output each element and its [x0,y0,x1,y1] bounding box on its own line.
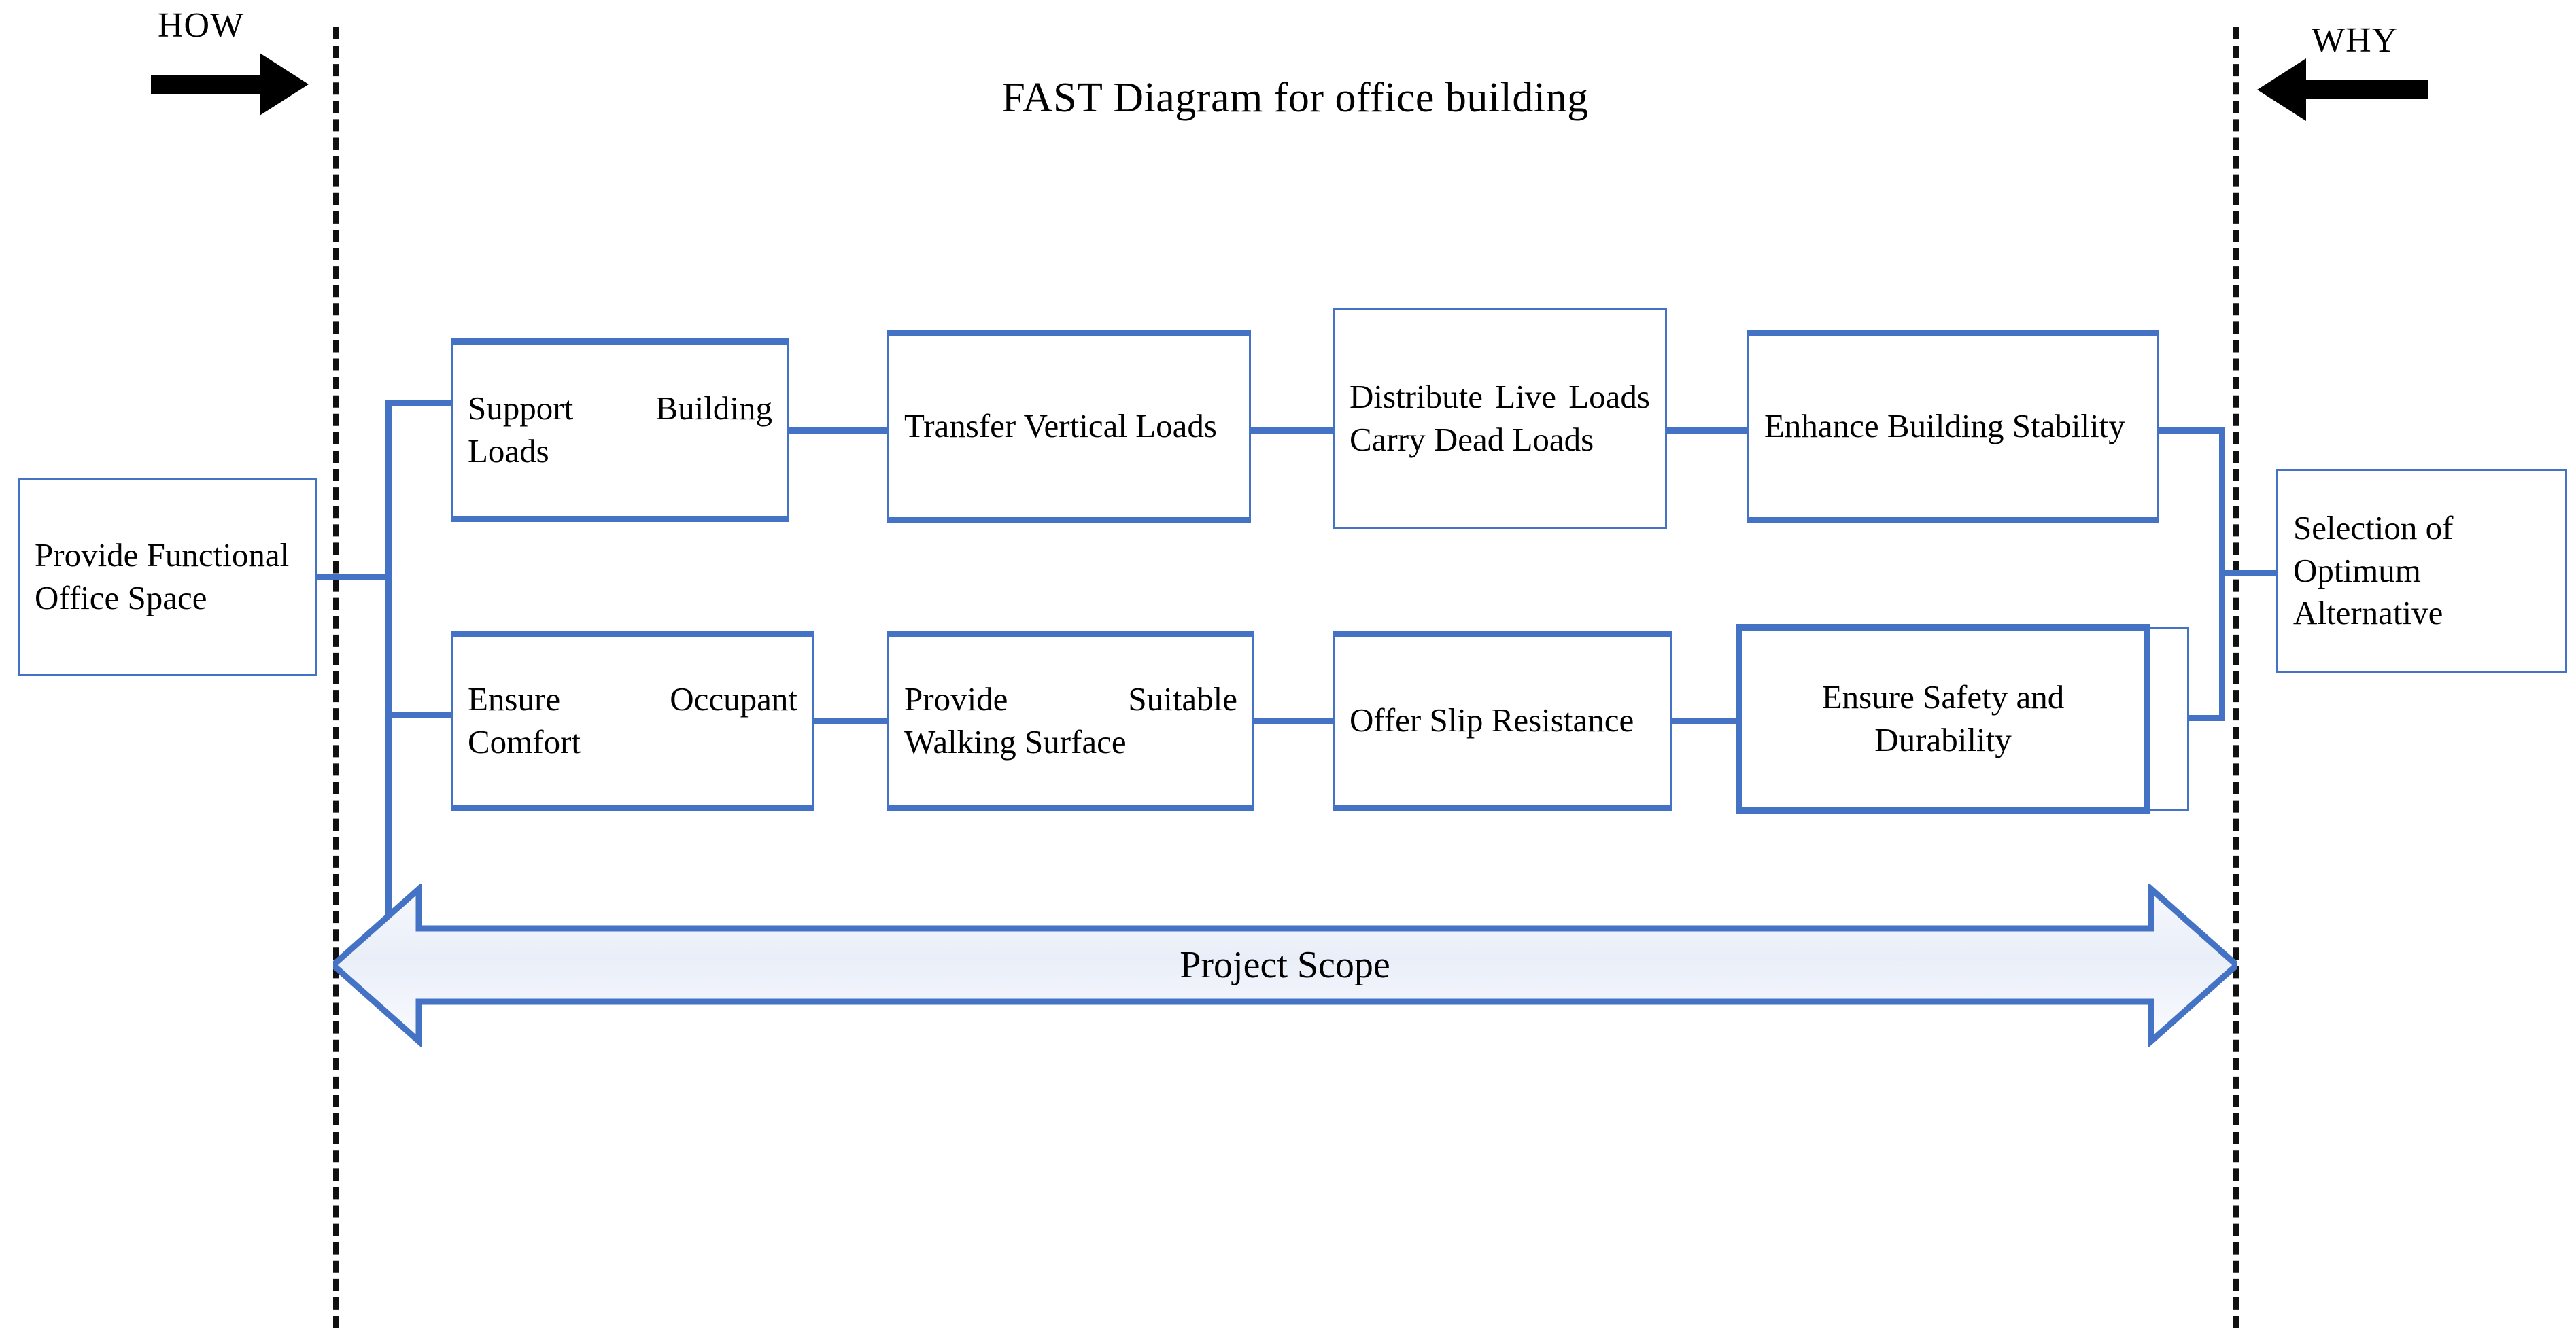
connector-left-trunk-vertical [385,400,392,957]
connector-trunk-to-top-row [385,400,456,406]
function-box-enhance-building-stability[interactable]: Enhance Building Stability [1747,330,2159,523]
connector-bottom-1-to-2 [810,718,892,724]
connector-top-3-to-4 [1663,427,1751,434]
connector-trunk-to-bottom-row [385,712,456,718]
function-box-label: Ensure Safety and Durability [1821,678,2065,758]
objective-box-selection-of-optimum-alternative[interactable]: Selection of Optimum Alternative [2276,469,2567,673]
function-box-provide-suitable-walking-surface[interactable]: Provide Suitable Walking Surface [887,631,1254,811]
function-box-offer-slip-resistance[interactable]: Offer Slip Resistance [1333,631,1672,811]
connector-basic-to-trunk [317,574,392,580]
function-box-label: Transfer Vertical Loads [904,407,1217,445]
scope-boundary-right-dashed-line [2233,27,2239,1328]
function-box-distribute-live-loads[interactable]: Distribute Live Loads Carry Dead Loads [1333,308,1667,529]
function-box-transfer-vertical-loads[interactable]: Transfer Vertical Loads [887,330,1251,523]
connector-top-1-to-2 [785,427,893,434]
connector-bottom-3-to-4 [1668,718,1742,724]
function-box-label: Distribute Live Loads Carry Dead Loads [1350,377,1650,458]
why-arrow-head [2257,58,2306,121]
project-scope-label: Project Scope [1180,944,1390,986]
function-box-label: Enhance Building Stability [1764,407,2125,445]
how-arrow-head [260,53,309,116]
project-scope-arrow-shape [333,884,2237,1047]
connector-right-trunk-to-objective [2219,570,2287,576]
function-box-ensure-occupant-comfort[interactable]: Ensure Occupant Comfort [451,631,814,811]
objective-label: Selection of Optimum Alternative [2293,508,2454,632]
project-scope-label-wrap: Project Scope [333,884,2237,1047]
how-arrow-shaft [151,75,275,94]
basic-function-box[interactable]: Provide Functional Office Space [18,478,317,676]
function-box-label: Provide Suitable Walking Surface [904,680,1237,761]
function-box-support-building-loads[interactable]: Support Building Loads [451,338,789,522]
why-label: WHY [2312,21,2399,60]
function-box-ensure-safety-and-durability[interactable]: Ensure Safety and Durability [1736,624,2150,814]
connector-top-2-to-3 [1247,427,1337,434]
why-arrow-shaft [2305,80,2428,99]
scope-boundary-left-dashed-line [333,27,339,1328]
how-label: HOW [158,6,245,45]
basic-function-label: Provide Functional Office Space [35,536,290,616]
function-box-label: Support Building Loads [468,389,772,470]
connector-bottom-2-to-3 [1250,718,1337,724]
function-box-label: Offer Slip Resistance [1350,701,1634,739]
function-box-label: Ensure Occupant Comfort [468,680,797,761]
project-scope-arrow: Project Scope [333,884,2237,1047]
diagram-title: FAST Diagram for office building [1001,75,1589,121]
connector-top-row-to-right-trunk [2154,427,2225,434]
